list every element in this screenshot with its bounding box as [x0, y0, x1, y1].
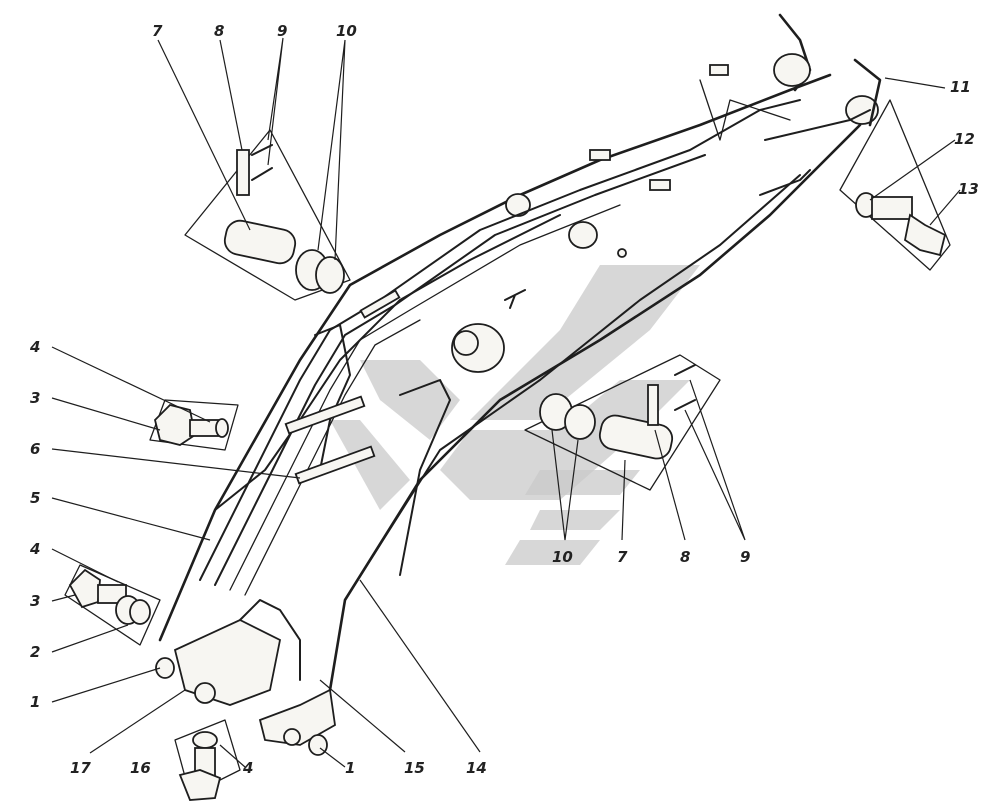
- callout-1-bottom: 1: [345, 759, 355, 777]
- callout-4-bottom: 4: [242, 759, 253, 777]
- watermark-logo: [330, 265, 700, 565]
- pin-kit-upper: [184, 129, 351, 301]
- callout-17: 17: [70, 759, 91, 777]
- callout-9-top: 9: [277, 22, 287, 40]
- callout-2: 2: [30, 643, 40, 661]
- callout-labels: 7 8 9 10 11 12 13 4 3 6 5 4 3 2 1 17 16 …: [29, 22, 979, 777]
- callout-11: 11: [950, 78, 971, 96]
- callout-14: 14: [466, 759, 487, 777]
- callout-9-lower: 9: [740, 548, 750, 566]
- callout-3-upper: 3: [30, 389, 40, 407]
- bolt-kit-left-upper: [149, 399, 239, 451]
- callout-13: 13: [958, 180, 979, 198]
- callout-8-top: 8: [214, 22, 224, 40]
- bolt-kit-left-lower: [64, 564, 161, 646]
- callout-7-lower: 7: [617, 548, 628, 566]
- callout-12: 12: [954, 130, 975, 148]
- callout-1-left: 1: [30, 693, 40, 711]
- callout-7-top: 7: [152, 22, 163, 40]
- boom-body: [158, 13, 882, 746]
- callout-4-lower: 4: [29, 540, 40, 558]
- callout-6: 6: [30, 440, 40, 458]
- pin-kit-lower: [524, 354, 721, 491]
- bolt-kit-bottom: [174, 719, 241, 801]
- leader-lines: [51, 37, 961, 768]
- callout-4-upper: 4: [29, 338, 40, 356]
- callout-5: 5: [30, 489, 40, 507]
- callout-10-lower: 10: [552, 548, 573, 566]
- callout-8-lower: 8: [680, 548, 690, 566]
- callout-15: 15: [404, 759, 425, 777]
- washer-left: [155, 657, 175, 679]
- callout-16: 16: [130, 759, 151, 777]
- callout-3-lower: 3: [30, 592, 40, 610]
- callout-10-top: 10: [336, 22, 357, 40]
- bolt-kit-right: [839, 99, 951, 271]
